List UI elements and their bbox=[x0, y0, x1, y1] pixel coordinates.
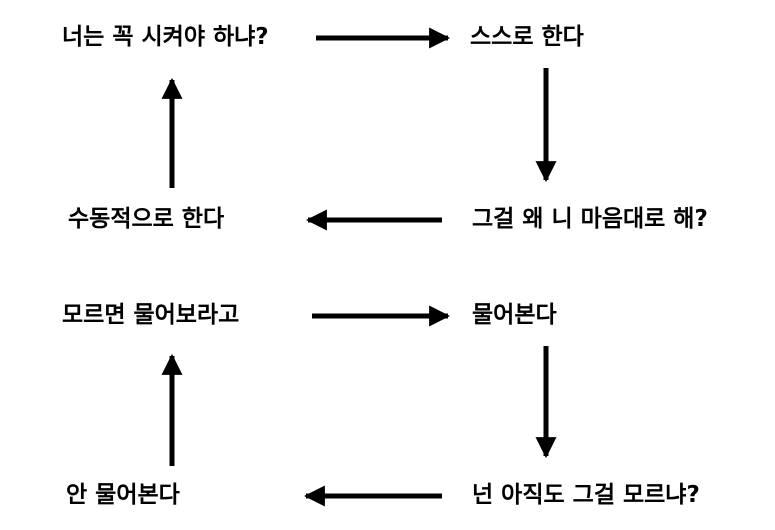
node-ask: 물어본다 bbox=[472, 302, 557, 328]
node-still-dont-know: 넌 아직도 그걸 모르냐? bbox=[472, 482, 700, 508]
node-do-it-yourself: 스스로 한다 bbox=[470, 24, 584, 50]
node-dont-ask: 안 물어본다 bbox=[66, 482, 180, 508]
node-do-passively: 수동적으로 한다 bbox=[68, 206, 225, 232]
node-ask-if-unsure: 모르면 물어보라고 bbox=[62, 302, 240, 328]
node-why-your-own-way: 그걸 왜 니 마음대로 해? bbox=[472, 206, 708, 232]
node-must-be-told: 너는 꼭 시켜야 하냐? bbox=[62, 24, 269, 50]
